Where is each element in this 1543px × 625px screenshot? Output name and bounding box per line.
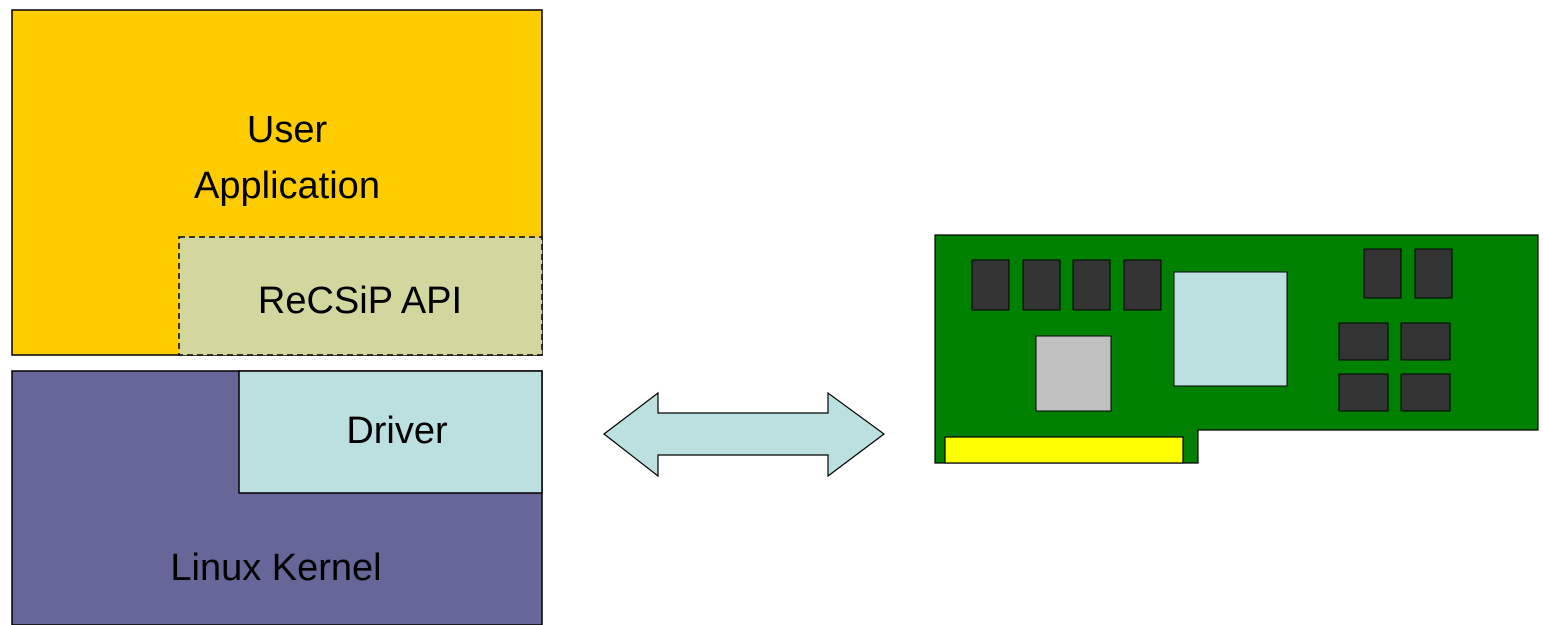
small-chip	[1414, 248, 1453, 299]
linux-kernel-label: Linux Kernel	[170, 547, 381, 589]
memory-chip	[1123, 259, 1162, 311]
memory-chip	[971, 259, 1010, 311]
driver-box	[238, 370, 543, 494]
small-chip	[1400, 322, 1451, 361]
fpga-chip	[1173, 271, 1288, 387]
memory-chip	[1072, 259, 1111, 311]
double-headed-arrow-icon	[603, 391, 886, 478]
recsip-api-block: ReCSiP API	[178, 236, 543, 356]
user-application-label-line2: Application	[194, 165, 380, 207]
auxiliary-chip	[1035, 335, 1112, 412]
small-chip	[1363, 248, 1402, 299]
pci-expansion-card-icon	[934, 234, 1539, 464]
recsip-api-label: ReCSiP API	[258, 280, 462, 322]
user-application-label-line1: User	[247, 109, 328, 151]
small-chip	[1338, 373, 1389, 412]
recsip-api-box	[178, 236, 543, 356]
driver-label: Driver	[346, 410, 448, 452]
edge-connector	[944, 436, 1184, 464]
memory-chip	[1022, 259, 1061, 311]
driver-block: Driver	[238, 370, 543, 494]
small-chip	[1338, 322, 1389, 361]
small-chip	[1400, 373, 1451, 412]
